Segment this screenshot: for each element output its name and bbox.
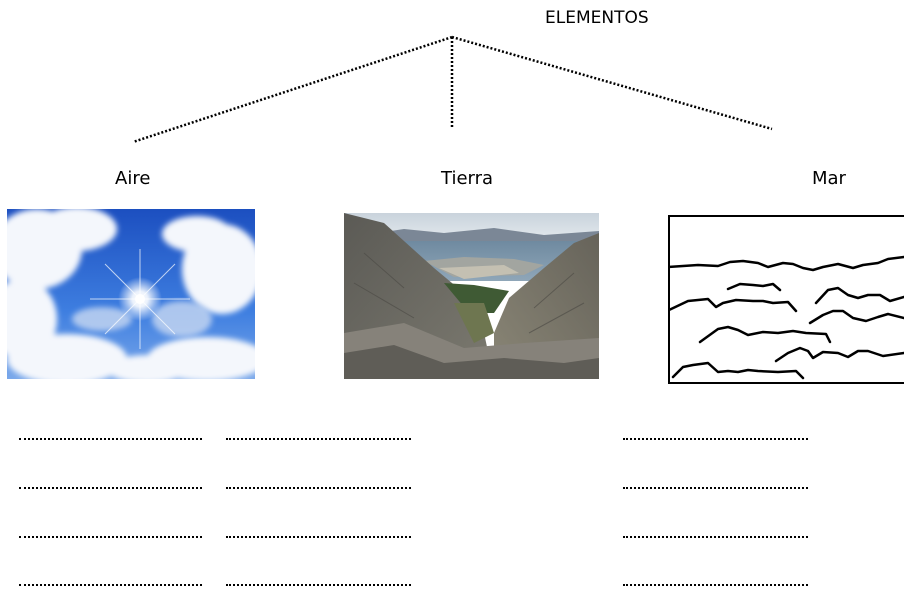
answer-line bbox=[19, 477, 202, 489]
answer-line bbox=[19, 574, 202, 586]
label-tierra: Tierra bbox=[441, 168, 494, 189]
answer-line bbox=[226, 477, 411, 489]
label-aire: Aire bbox=[115, 168, 151, 189]
answer-line bbox=[226, 574, 411, 586]
answer-line bbox=[226, 428, 411, 440]
answer-line bbox=[623, 574, 808, 586]
answer-line bbox=[226, 526, 411, 538]
label-mar: Mar bbox=[812, 168, 846, 189]
answer-line bbox=[19, 526, 202, 538]
answer-line bbox=[623, 526, 808, 538]
answer-line bbox=[623, 428, 808, 440]
answer-line bbox=[623, 477, 808, 489]
page-title: ELEMENTOS bbox=[545, 8, 649, 28]
sea-drawing bbox=[668, 215, 904, 384]
mountain-image bbox=[344, 213, 599, 379]
sky-image bbox=[7, 209, 255, 379]
answer-line bbox=[19, 428, 202, 440]
